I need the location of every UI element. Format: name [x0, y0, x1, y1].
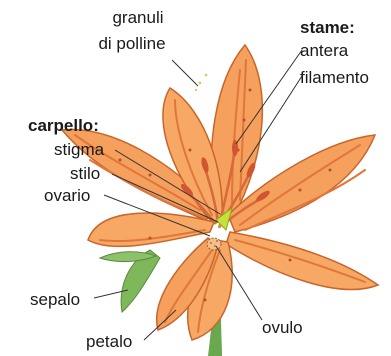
label-sepalo: sepalo — [30, 290, 80, 309]
label-stilo: stilo — [70, 164, 100, 183]
label-antera: antera — [300, 41, 348, 60]
ovary-shape — [207, 238, 221, 250]
pollen-grains — [195, 74, 207, 91]
label-ovulo: ovulo — [262, 318, 303, 337]
label-carpello-heading: carpello: — [28, 116, 99, 135]
label-stame-heading: stame: — [300, 18, 355, 37]
label-filamento: filamento — [300, 68, 369, 87]
label-granuli-line1: granuli — [96, 8, 180, 27]
label-stigma: stigma — [54, 140, 104, 159]
label-ovario: ovario — [44, 186, 90, 205]
label-granuli-line2: di polline — [82, 34, 182, 53]
leader-granuli — [172, 60, 198, 86]
label-petalo: petalo — [86, 332, 132, 351]
